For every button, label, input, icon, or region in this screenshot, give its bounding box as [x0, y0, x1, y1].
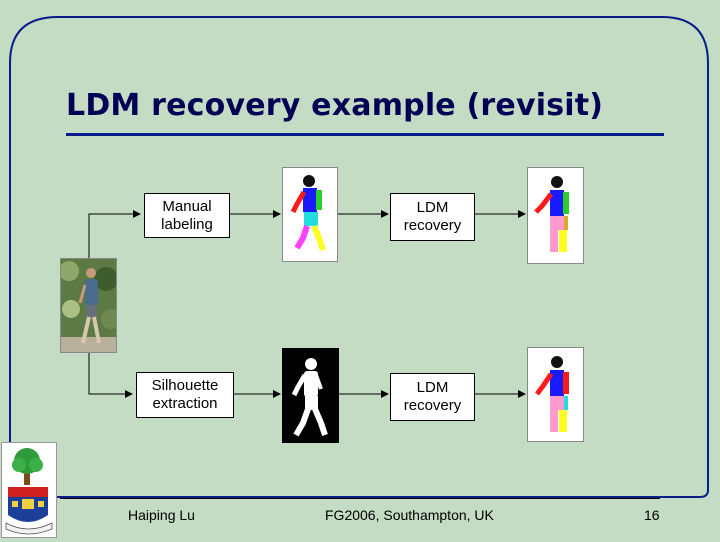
footer-divider	[60, 498, 660, 499]
ldm-result-top-figure	[527, 167, 584, 264]
ldm-recovery-bottom-line1: LDM	[416, 379, 449, 396]
walking-person-photo	[60, 258, 117, 353]
arrow-photo-to-silhouette	[88, 352, 133, 398]
manual-labeling-line2: labeling	[161, 215, 213, 233]
footer-venue: FG2006, Southampton, UK	[325, 507, 494, 523]
footer-author: Haiping Lu	[128, 507, 195, 523]
silhouette-extraction-line1: Silhouette	[151, 377, 219, 394]
ldm-recovery-top-line2: recovery	[403, 217, 462, 234]
university-crest-icon	[1, 442, 57, 538]
ldm-recovery-top-box: LDM recovery	[390, 193, 475, 241]
silhouette-extraction-line2: extraction	[152, 395, 218, 412]
slide-title: LDM recovery example (revisit)	[66, 88, 604, 123]
footer-page-number: 16	[644, 507, 660, 523]
title-underline	[66, 133, 664, 136]
arrow-photo-to-manual	[88, 210, 141, 258]
manual-labeling-line1: Manual	[162, 197, 212, 215]
silhouette-figure	[282, 348, 339, 443]
manual-labeled-figure	[282, 167, 338, 262]
silhouette-extraction-box: Silhouette extraction	[136, 372, 234, 418]
ldm-recovery-bottom-box: LDM recovery	[390, 373, 475, 421]
manual-labeling-box: Manual labeling	[144, 193, 230, 238]
ldm-recovery-bottom-line2: recovery	[403, 397, 462, 414]
ldm-recovery-top-line1: LDM	[416, 199, 449, 216]
ldm-result-bottom-figure	[527, 347, 584, 442]
